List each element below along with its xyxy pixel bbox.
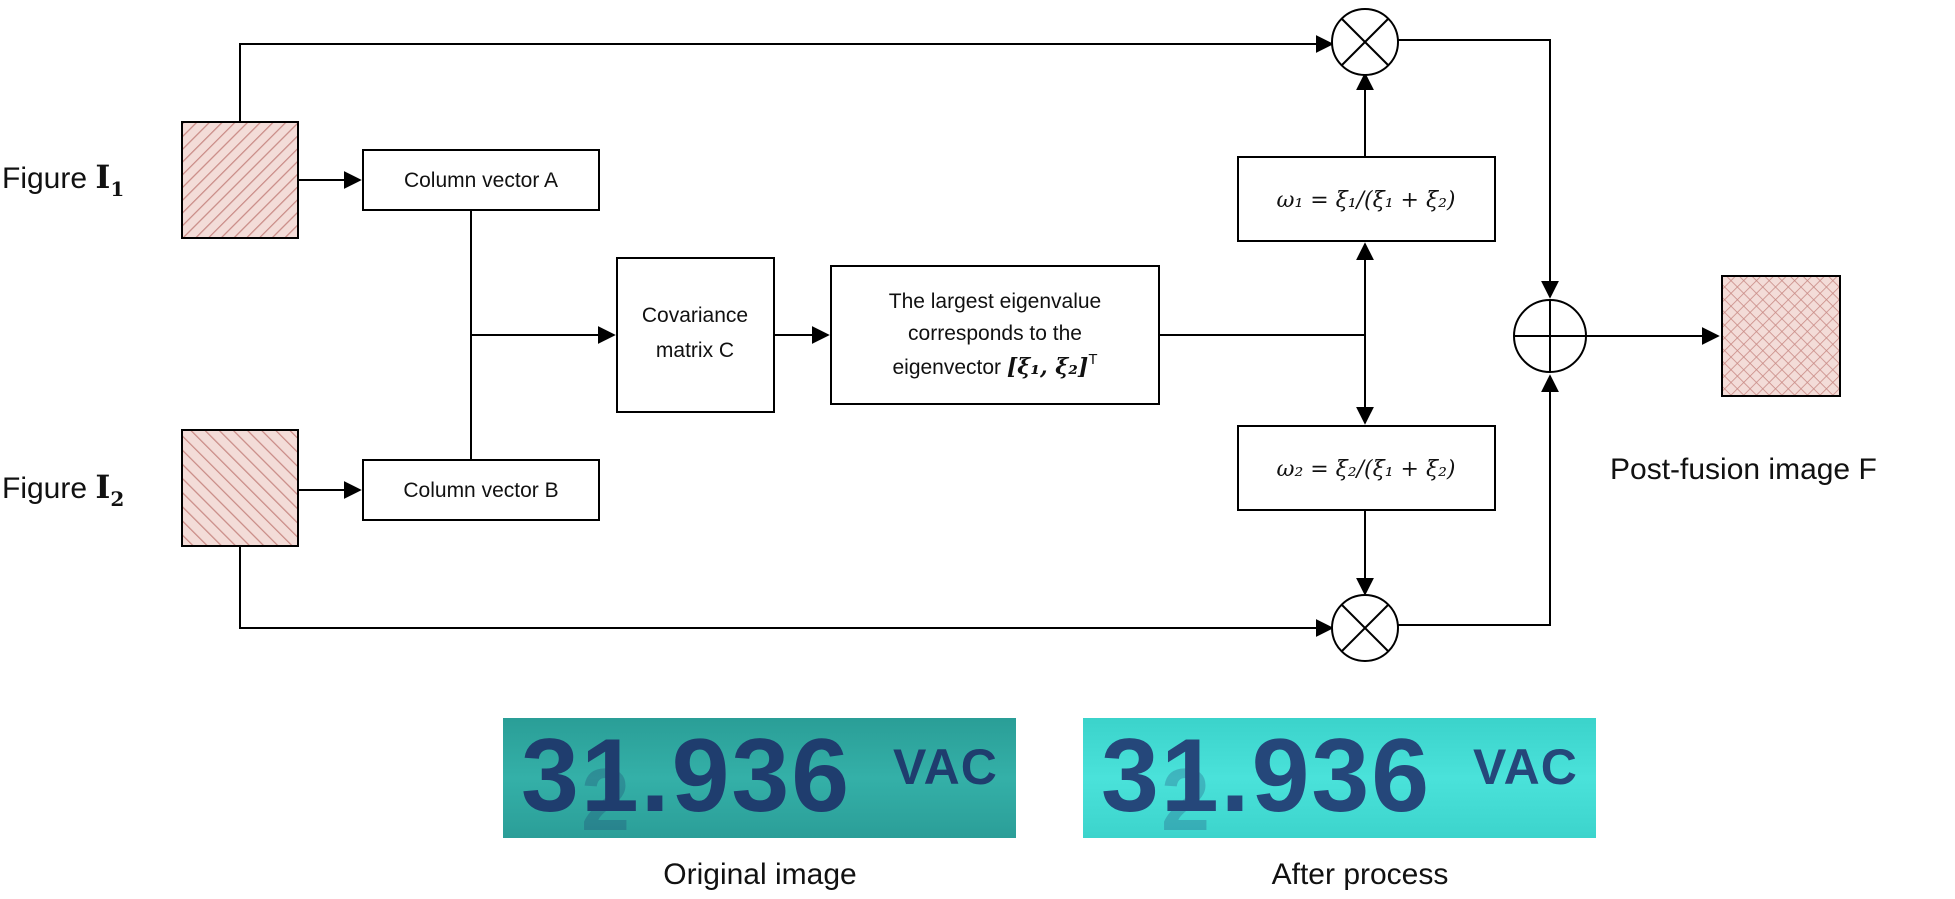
processed-reading: 31.936 <box>1101 718 1432 834</box>
output-image-f <box>1721 275 1841 397</box>
original-ghost-digit: 2 <box>581 750 630 839</box>
input-image-i2 <box>181 429 299 547</box>
processed-unit: VAC <box>1473 739 1578 795</box>
connector-mult2-to-adder <box>1398 374 1559 626</box>
output-label: Post-fusion image F <box>1610 453 1877 486</box>
original-image-photo: 2 31.936 VAC <box>503 718 1016 838</box>
input-image-i1 <box>181 121 299 239</box>
covariance-matrix-box: Covariance matrix C <box>616 257 775 413</box>
adder-icon <box>1513 299 1587 373</box>
original-reading: 31.936 <box>521 718 852 834</box>
weight-w1-box: ω₁ = ξ₁/(ξ₁ + ξ₂) <box>1237 156 1496 242</box>
eigen-superscript: T <box>1088 351 1097 368</box>
column-vector-a-box: Column vector A <box>362 149 600 211</box>
multiplier-2-icon <box>1331 594 1399 662</box>
weight-w2-box: ω₂ = ξ₂/(ξ₁ + ξ₂) <box>1237 425 1496 511</box>
multiplier-1-icon <box>1331 8 1399 76</box>
processed-caption: After process <box>1271 858 1449 891</box>
covariance-line1: Covariance <box>642 304 748 327</box>
weight-w2-formula: ω₂ = ξ₂/(ξ₁ + ξ₂) <box>1277 457 1456 482</box>
covariance-line2: matrix C <box>656 339 734 362</box>
figure-i2-label: Figure I2 <box>2 468 124 511</box>
processed-image-photo: 2 31.936 VAC <box>1083 718 1596 838</box>
column-vector-b-box: Column vector B <box>362 459 600 521</box>
weight-w1-formula: ω₁ = ξ₁/(ξ₁ + ξ₂) <box>1277 188 1456 213</box>
column-vector-b-label: Column vector B <box>403 479 558 502</box>
eigen-line1: The largest eigenvalue <box>889 290 1101 313</box>
fusion-diagram: Figure I1 Figure I2 Column vector A Colu… <box>2 8 1877 662</box>
original-unit: VAC <box>893 739 998 795</box>
eigen-line3: eigenvector [ξ₁, ξ₂]T <box>892 351 1097 380</box>
column-vector-a-label: Column vector A <box>404 169 558 192</box>
connector-i1-to-mult1 <box>239 35 1334 122</box>
eigenvector-box: The largest eigenvalue corresponds to th… <box>830 265 1160 405</box>
figure-i1-label: Figure I1 <box>2 158 124 201</box>
processed-ghost-digit: 2 <box>1161 750 1210 839</box>
eigen-line3-prefix: eigenvector <box>892 356 1006 379</box>
eigen-vector: [ξ₁, ξ₂] <box>1007 354 1088 380</box>
connector-mult1-to-adder <box>1398 39 1559 299</box>
eigen-line2: corresponds to the <box>908 322 1082 345</box>
original-caption: Original image <box>663 858 857 891</box>
connector-i2-to-mult2 <box>239 546 1334 637</box>
